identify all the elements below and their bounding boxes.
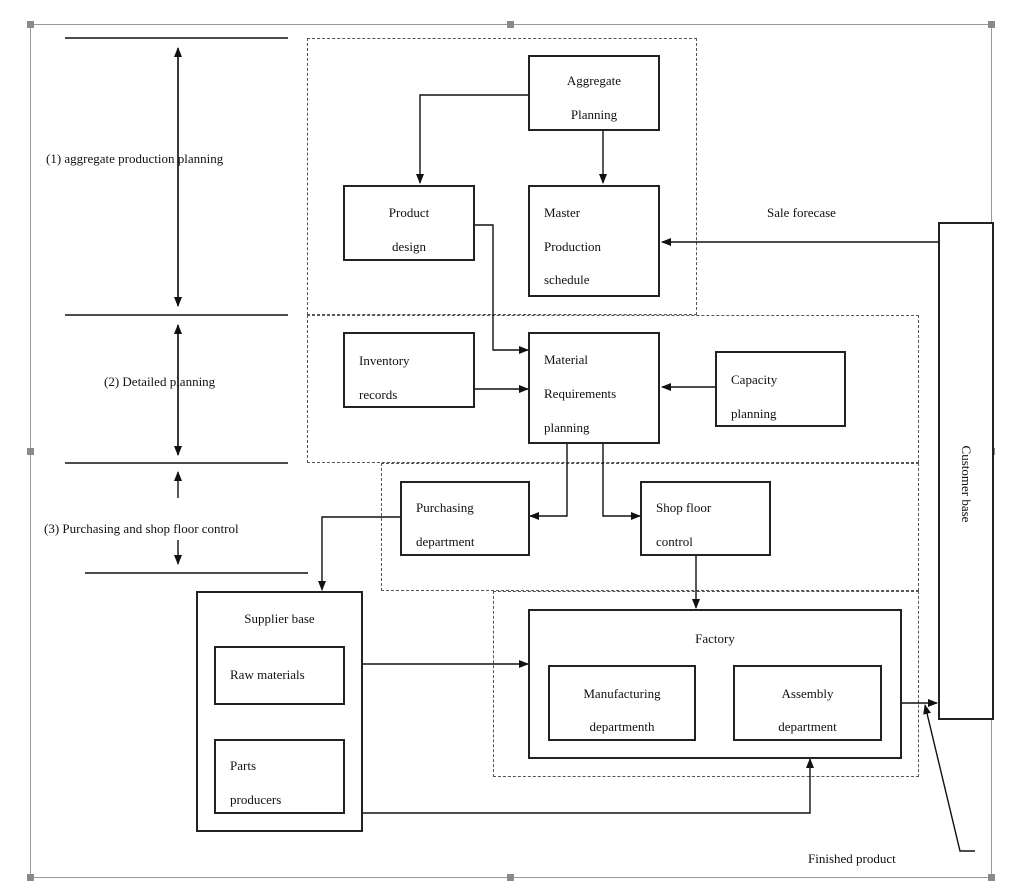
assembly-label-1: Assembly	[781, 686, 834, 701]
mrp-label-3: planning	[544, 420, 590, 435]
resize-handle-top-left[interactable]	[27, 21, 34, 28]
aggregate-region	[307, 38, 697, 315]
purchasing-label-2: department	[416, 534, 475, 549]
mrp-label-2: Requirements	[544, 386, 617, 401]
parts-producers-label-2: producers	[230, 792, 282, 807]
resize-handle-bottom-left[interactable]	[27, 874, 34, 881]
inventory-records-box[interactable]: Inventory records	[343, 332, 475, 408]
arrow-design-to-mrp	[475, 224, 529, 354]
manufacturing-label-2: departmenth	[589, 719, 655, 734]
shop-floor-control-box[interactable]: Shop floor control	[640, 481, 771, 556]
capacity-planning-label-2: planning	[731, 406, 777, 421]
master-production-schedule-box[interactable]: Master Production schedule	[528, 185, 660, 297]
resize-handle-top[interactable]	[507, 21, 514, 28]
resize-handle-left[interactable]	[27, 448, 34, 455]
purchasing-label-1: Purchasing	[416, 500, 474, 515]
master-production-label-3: schedule	[544, 272, 590, 287]
shop-floor-label-1: Shop floor	[656, 500, 712, 515]
arrow-finished-product	[923, 704, 975, 852]
assembly-label-2: department	[778, 719, 837, 734]
parts-producers-label-1: Parts	[230, 758, 256, 773]
sale-forecase-label: Sale forecase	[767, 205, 836, 220]
purchasing-region	[381, 463, 919, 591]
resize-handle-bottom[interactable]	[507, 874, 514, 881]
product-design-box[interactable]: Product design	[343, 185, 475, 261]
level-label-detailed: (2) Detailed planning	[104, 374, 216, 389]
capacity-planning-label-1: Capacity	[731, 372, 778, 387]
capacity-planning-box[interactable]: Capacity planning	[715, 351, 846, 427]
mrp-label-1: Material	[544, 352, 589, 367]
aggregate-planning-box[interactable]: Aggregate Planning	[528, 55, 660, 131]
resize-handle-top-right[interactable]	[988, 21, 995, 28]
purchasing-department-box[interactable]: Purchasing department	[400, 481, 530, 556]
master-production-label-2: Production	[544, 239, 602, 254]
inventory-records-label-1: Inventory	[359, 353, 410, 368]
detailed-region	[307, 315, 919, 463]
manufacturing-label-1: Manufacturing	[583, 686, 661, 701]
shop-floor-label-2: control	[656, 534, 693, 549]
resize-handle-bottom-right[interactable]	[988, 874, 995, 881]
factory-region	[493, 591, 919, 777]
inventory-records-label-2: records	[359, 387, 398, 402]
level-label-purchasing: (3) Purchasing and shop floor control	[44, 521, 239, 536]
supplier-base-label: Supplier base	[244, 611, 315, 626]
arrow-parts-to-factory	[363, 758, 814, 814]
finished-product-label: Finished product	[808, 851, 896, 866]
assembly-department-box[interactable]: Assembly department	[733, 665, 882, 741]
product-design-label-1: Product	[388, 205, 430, 220]
arrow-purchasing-to-supplier	[318, 516, 400, 591]
factory-label: Factory	[695, 631, 735, 646]
raw-materials-box[interactable]: Raw materials	[214, 646, 345, 705]
aggregate-planning-label-2: Planning	[570, 107, 618, 122]
arrow-aggregate-to-design	[416, 94, 528, 184]
arrow-mrp-to-purchasing	[529, 444, 568, 520]
manufacturing-department-box[interactable]: Manufacturing departmenth	[548, 665, 696, 741]
master-production-label-1: Master	[544, 205, 581, 220]
material-requirements-planning-box[interactable]: Material Requirements planning	[528, 332, 660, 444]
parts-producers-box[interactable]: Parts producers	[214, 739, 345, 814]
aggregate-planning-label-1: Aggregate	[566, 73, 622, 88]
customer-base-label: Customer base	[959, 445, 974, 523]
customer-base-box[interactable]: Customer base	[938, 222, 994, 720]
product-design-label-2: design	[392, 239, 426, 254]
level-label-aggregate: (1) aggregate production planning	[46, 151, 224, 166]
raw-materials-label: Raw materials	[230, 667, 305, 682]
arrow-mrp-to-shopfloor	[602, 444, 641, 520]
